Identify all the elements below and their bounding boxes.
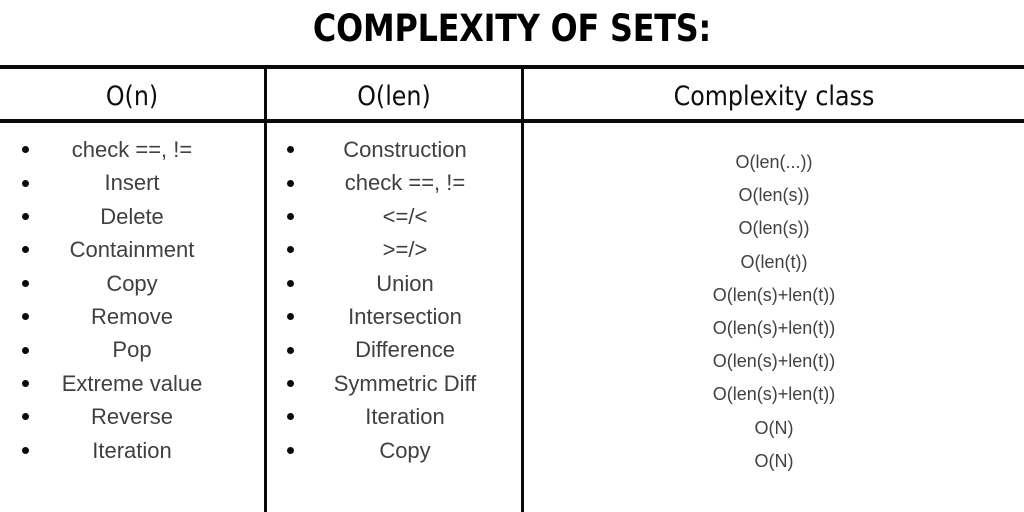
column-body-complexity-class: O(len(...)) O(len(s)) O(len(s)) O(len(t)… <box>524 146 1024 478</box>
list-item: O(len(t)) <box>740 251 808 272</box>
list-item: Copy <box>0 267 264 300</box>
list-item: Iteration <box>267 400 521 433</box>
list-item: Reverse <box>0 400 264 433</box>
list-item: Pop <box>0 333 264 366</box>
list-item-label: Union <box>376 270 434 296</box>
list-item-label: >=/> <box>382 237 428 263</box>
list-item: O(len(s)) <box>738 185 810 206</box>
column-header-on: O(n) <box>105 81 159 112</box>
list-item: O(len(...)) <box>735 152 813 172</box>
list-item: <=/< <box>267 200 521 233</box>
list-item: Union <box>267 267 521 300</box>
bullet-icon <box>22 179 29 187</box>
list-item: Construction <box>267 133 521 166</box>
list-item: O(len(s)+len(t)) <box>712 284 836 305</box>
list-item: Insert <box>0 166 264 199</box>
list-item-label: <=/< <box>382 203 428 229</box>
bullet-icon <box>22 379 29 387</box>
bullet-icon <box>287 446 294 454</box>
table-top-border <box>0 65 1024 69</box>
list-item-label: Construction <box>343 137 467 162</box>
list-item-label: Iteration <box>92 437 172 463</box>
bullet-icon <box>22 413 29 421</box>
bullet-icon <box>22 279 29 287</box>
list-item-label: Remove <box>91 303 173 329</box>
list-item: O(len(s)+len(t)) <box>712 351 836 372</box>
bullet-icon <box>287 179 294 187</box>
list-item: check ==, != <box>267 166 521 199</box>
bullet-icon <box>22 346 29 354</box>
list-item-label: Containment <box>69 237 195 263</box>
list-item-label: Intersection <box>348 303 462 329</box>
bullet-icon <box>287 146 294 154</box>
list-item: Difference <box>267 333 521 366</box>
list-item: O(len(s)+len(t)) <box>712 317 836 338</box>
list-item-label: Difference <box>355 337 455 363</box>
list-item-label: check ==, != <box>344 170 466 196</box>
list-item: Iteration <box>0 434 264 467</box>
bullet-icon <box>22 146 29 154</box>
table-header-divider <box>0 119 1024 123</box>
page-title: COMPLEXITY OF SETS: <box>312 7 712 50</box>
column-header-olen: O(len) <box>357 81 431 112</box>
list-item: check ==, != <box>0 133 264 166</box>
list-item: O(N) <box>754 450 794 471</box>
olen-operation-list: Construction check ==, != <=/< >=/> Unio… <box>267 133 521 467</box>
column-divider-1 <box>264 65 267 512</box>
list-item: Extreme value <box>0 367 264 400</box>
bullet-icon <box>287 346 294 354</box>
bullet-icon <box>287 246 294 254</box>
bullet-icon <box>22 313 29 321</box>
bullet-icon <box>287 279 294 287</box>
list-item-label: Iteration <box>365 404 445 430</box>
column-divider-2 <box>521 65 524 512</box>
list-item-label: check ==, != <box>71 137 193 162</box>
list-item-label: Extreme value <box>61 370 203 396</box>
bullet-icon <box>287 413 294 421</box>
list-item-label: Reverse <box>91 404 173 430</box>
list-item: Symmetric Diff <box>267 367 521 400</box>
bullet-icon <box>287 379 294 387</box>
on-operation-list: check ==, != Insert Delete Containment C… <box>0 133 264 467</box>
list-item-label: Insert <box>104 170 160 196</box>
list-item: Delete <box>0 200 264 233</box>
list-item-label: Copy <box>379 437 431 463</box>
list-item-label: Copy <box>106 270 158 296</box>
list-item-label: Symmetric Diff <box>333 370 477 396</box>
bullet-icon <box>287 212 294 220</box>
list-item: O(N) <box>754 417 794 438</box>
list-item-label: Pop <box>112 337 152 363</box>
list-item: Intersection <box>267 300 521 333</box>
column-body-on: check ==, != Insert Delete Containment C… <box>0 133 264 467</box>
bullet-icon <box>22 212 29 220</box>
bullet-icon <box>22 246 29 254</box>
list-item: O(len(s)+len(t)) <box>712 384 836 405</box>
list-item-label: Delete <box>100 203 164 229</box>
bullet-icon <box>287 313 294 321</box>
list-item: Remove <box>0 300 264 333</box>
column-header-complexity-class: Complexity class <box>673 81 875 112</box>
column-body-olen: Construction check ==, != <=/< >=/> Unio… <box>267 133 521 467</box>
list-item: O(len(s)) <box>738 218 810 239</box>
list-item: >=/> <box>267 233 521 266</box>
list-item: Containment <box>0 233 264 266</box>
complexity-class-list: O(len(...)) O(len(s)) O(len(s)) O(len(t)… <box>524 146 1024 478</box>
list-item: Copy <box>267 434 521 467</box>
bullet-icon <box>22 446 29 454</box>
